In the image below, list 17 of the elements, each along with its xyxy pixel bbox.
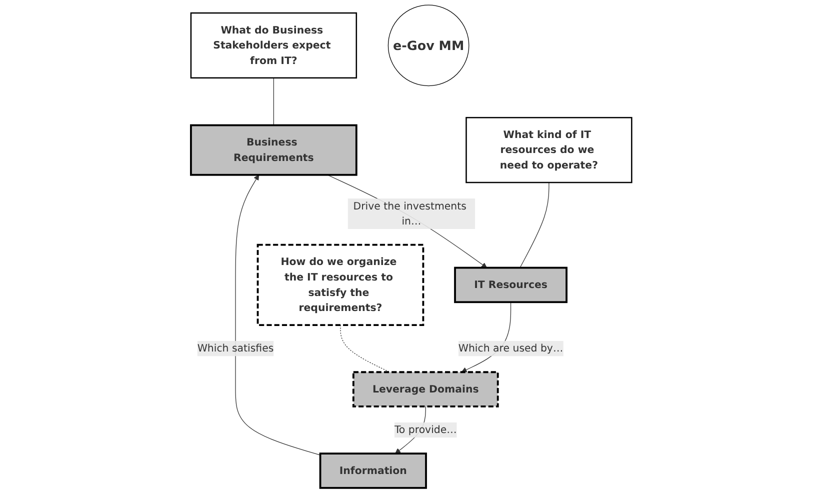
edge-label: Drive the investments in… bbox=[352, 200, 466, 228]
node-box: How do we organize the IT resources to satisfy the requirements? bbox=[256, 244, 424, 326]
node-box: What do Business Stakeholders expect from IT? bbox=[190, 12, 357, 79]
node-box: What kind of IT resources do we need to operate? bbox=[465, 116, 632, 184]
connector bbox=[273, 78, 274, 126]
connector bbox=[519, 182, 549, 268]
node-box: Leverage Domains bbox=[352, 371, 498, 408]
edge-label: Which satisfies bbox=[197, 342, 274, 354]
node-circle: e-Gov MM bbox=[388, 4, 469, 86]
edge-label: Which are used by… bbox=[458, 342, 563, 354]
node-box: IT Resources bbox=[454, 266, 568, 304]
arrow bbox=[234, 174, 320, 456]
edge-label: To provide… bbox=[394, 424, 456, 436]
node-box: Business Requirements bbox=[190, 124, 358, 176]
connector bbox=[340, 324, 390, 372]
arrow bbox=[326, 174, 487, 268]
node-box: Information bbox=[319, 452, 427, 489]
